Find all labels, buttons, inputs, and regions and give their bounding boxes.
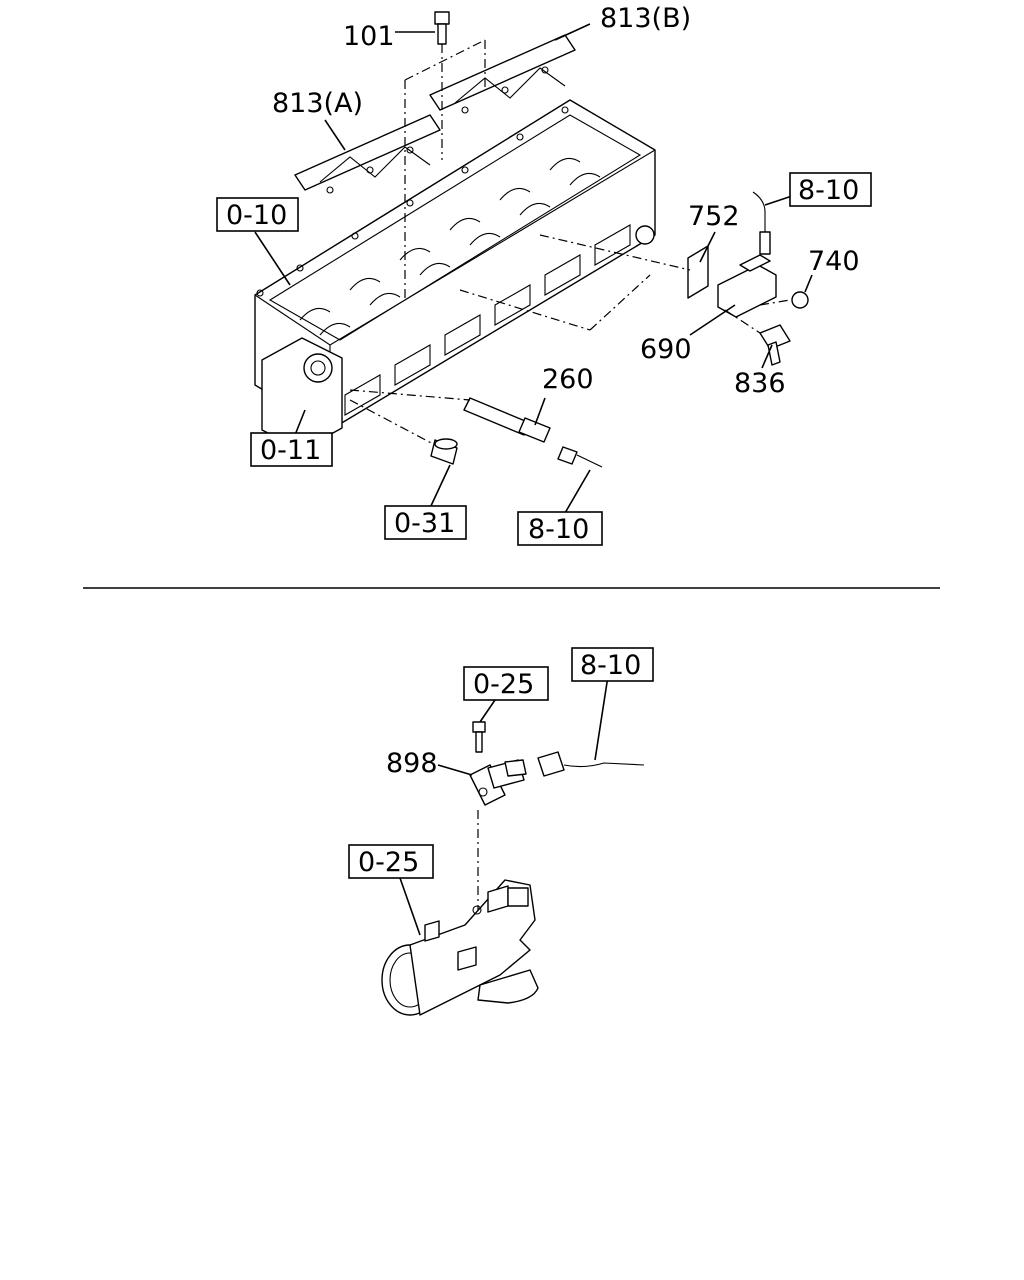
ref-0-25-low: 0-25 [358,847,419,878]
gasket-813b-drawing [429,34,576,114]
sensor-898-drawing [469,721,645,806]
callout-813b: 813(B) [600,3,691,34]
ref-box-0-11 [250,432,333,467]
cylinder-head-drawing [254,99,656,451]
callout-813a: 813(A) [272,88,363,119]
throttle-body-drawing [381,879,539,1016]
ref-0-25-top: 0-25 [473,669,534,700]
plug-031-drawing [430,438,458,465]
leader-lines-top [254,23,813,514]
ref-0-31: 0-31 [394,508,455,539]
ref-8-10-mid: 8-10 [528,514,589,545]
gasket-813a-drawing [294,114,441,194]
callout-260: 260 [542,364,594,395]
ref-box-8-10-low [571,647,654,682]
ref-box-0-10 [216,197,299,232]
ref-8-10-top: 8-10 [798,175,859,206]
ref-0-11: 0-11 [260,435,321,466]
sensor-260-drawing [463,397,603,468]
leader-lines-bottom [399,675,609,936]
ref-box-0-25-top [463,666,549,701]
callout-898: 898 [386,748,438,779]
ref-box-0-25-low [348,844,434,879]
callout-101: 101 [343,21,395,52]
ref-box-0-31 [384,505,467,540]
callout-836: 836 [734,368,786,399]
callout-752: 752 [688,201,740,232]
ref-box-8-10-top [789,172,872,207]
bolt-101-drawing [434,11,450,45]
ref-8-10-low: 8-10 [580,650,641,681]
ref-box-8-10-mid [517,511,603,546]
callout-690: 690 [640,334,692,365]
callout-740: 740 [808,246,860,277]
ref-0-10: 0-10 [226,200,287,231]
